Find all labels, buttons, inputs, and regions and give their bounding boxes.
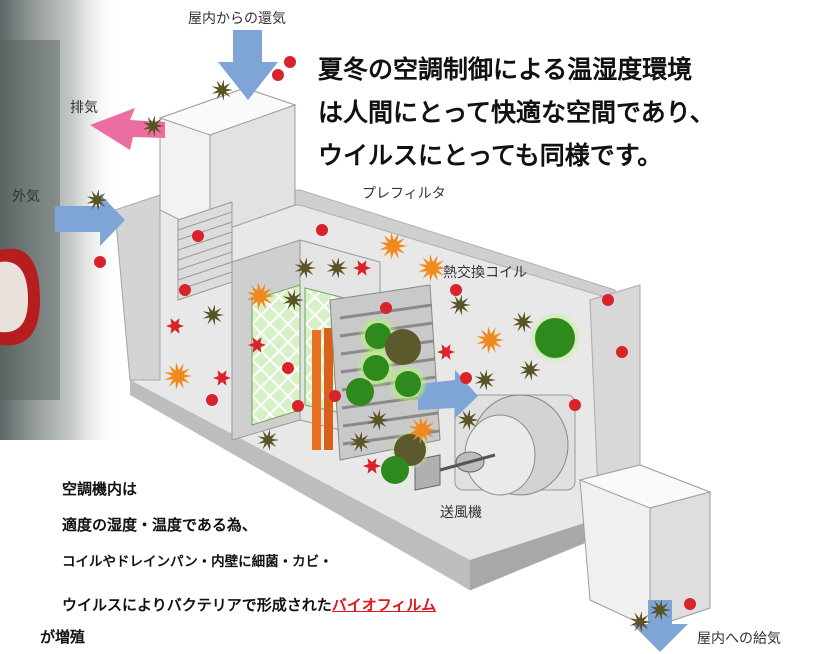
virus-icon bbox=[282, 289, 304, 311]
virus-icon bbox=[142, 115, 164, 137]
bacteria-icon bbox=[329, 390, 341, 402]
virus-icon bbox=[211, 79, 233, 101]
virus-icon bbox=[164, 362, 192, 390]
heat-exchange-coil-label: 熱交換コイル bbox=[443, 265, 527, 281]
virus-icon bbox=[629, 611, 651, 633]
virus-icon bbox=[213, 370, 231, 386]
mold-colony-icon bbox=[365, 323, 391, 349]
bacteria-icon bbox=[602, 294, 614, 306]
bacteria-icon bbox=[192, 230, 204, 242]
bacteria-icon bbox=[272, 69, 284, 81]
exhaust-label: 排気 bbox=[70, 100, 98, 116]
virus-icon bbox=[257, 429, 279, 451]
bacteria-icon bbox=[616, 346, 628, 358]
airflow-arrows bbox=[55, 30, 688, 652]
bacteria-icon bbox=[282, 362, 294, 374]
mold-colony-icon bbox=[535, 318, 575, 358]
bacteria-icon bbox=[206, 394, 218, 406]
virus-icon bbox=[349, 431, 371, 453]
note-line-4-text: ウイルスによりバクテリアで形成された bbox=[62, 596, 332, 614]
supply-air-duct bbox=[578, 464, 712, 629]
virus-icon bbox=[408, 416, 436, 444]
virus-icon bbox=[379, 232, 407, 260]
headline-line-3: ウイルスにとっても同様です。 bbox=[318, 141, 663, 170]
bacteria-icon bbox=[450, 284, 462, 296]
virus-icon bbox=[449, 294, 471, 316]
exhaust-arrow bbox=[90, 108, 165, 150]
virus-icon bbox=[248, 337, 266, 353]
bacteria-icon bbox=[684, 598, 696, 610]
bacteria-icon bbox=[316, 224, 328, 236]
bacteria-icon bbox=[179, 284, 191, 296]
virus-icon bbox=[457, 409, 479, 431]
virus-icon bbox=[519, 359, 541, 381]
mold-colony-icon bbox=[346, 378, 374, 406]
virus-icon bbox=[86, 189, 108, 211]
biofilm-highlight: バイオフィルム bbox=[331, 596, 437, 614]
supply-air-label: 屋内への給気 bbox=[697, 631, 781, 647]
virus-icon bbox=[202, 304, 224, 326]
note-line-2: 適度の湿度・温度である為、 bbox=[62, 516, 257, 534]
bacteria-icon bbox=[380, 302, 392, 314]
virus-icon bbox=[166, 318, 184, 334]
virus-icon bbox=[326, 257, 348, 279]
prefilter-label: プレフィルタ bbox=[362, 186, 446, 202]
fan-blower bbox=[414, 394, 576, 496]
headline-line-2: は人間にとって快適な空間であり、 bbox=[318, 98, 715, 127]
virus-icon bbox=[649, 599, 671, 621]
virus-icon bbox=[512, 311, 534, 333]
mold-colony-icon bbox=[363, 355, 389, 381]
virus-icon bbox=[476, 326, 504, 354]
note-line-3: コイルやドレインパン・内壁に細菌・カビ・ bbox=[62, 554, 333, 570]
return-air-duct bbox=[158, 87, 297, 301]
virus-icon bbox=[474, 369, 496, 391]
return-air-label: 屋内からの還気 bbox=[188, 11, 286, 27]
mold-colony-icon bbox=[381, 456, 409, 484]
virus-icon bbox=[363, 458, 381, 474]
note-line-4: ウイルスによりバクテリアで形成されたバイオフィルム bbox=[62, 594, 436, 615]
note-line-5: が増殖 bbox=[40, 628, 86, 646]
bacteria-icon bbox=[569, 399, 581, 411]
germ-particles bbox=[86, 56, 696, 633]
virus-icon bbox=[294, 257, 316, 279]
headline-line-1: 夏冬の空調制御による温湿度環境 bbox=[318, 55, 693, 84]
supply-air-arrow bbox=[632, 600, 688, 652]
mold-colony-icon bbox=[385, 329, 421, 365]
fan-label: 送風機 bbox=[440, 505, 482, 521]
mold-colony-icon bbox=[395, 371, 421, 397]
bacteria-icon bbox=[284, 56, 296, 68]
outside-air-label: 外気 bbox=[12, 189, 40, 205]
virus-icon bbox=[418, 254, 446, 282]
note-line-1: 空調機内は bbox=[62, 480, 138, 498]
virus-icon bbox=[367, 409, 389, 431]
virus-icon bbox=[246, 282, 274, 310]
virus-icon bbox=[437, 344, 455, 360]
bacteria-icon bbox=[94, 256, 106, 268]
outside-air-arrow bbox=[55, 194, 125, 246]
bacteria-icon bbox=[460, 372, 472, 384]
virus-icon bbox=[353, 260, 371, 276]
mold-colonies bbox=[346, 312, 581, 484]
return-air-arrow bbox=[218, 30, 278, 100]
headline: 夏冬の空調制御による温湿度環境 は人間にとって快適な空間であり、 ウイルスにとっ… bbox=[318, 48, 798, 177]
bacteria-icon bbox=[292, 400, 304, 412]
